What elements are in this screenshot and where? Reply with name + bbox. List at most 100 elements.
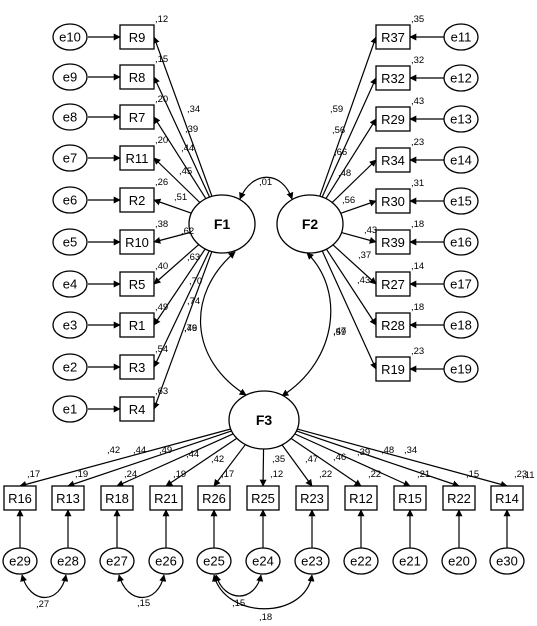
loading-value: ,42	[107, 445, 120, 456]
error-label: e2	[63, 360, 77, 375]
covariance-value: ,59	[333, 327, 346, 338]
error-circle-e30	[489, 547, 525, 575]
item-label: R32	[381, 71, 405, 86]
error-label: e29	[9, 554, 31, 569]
item-label: R18	[105, 491, 129, 506]
loading-arrow	[67, 430, 232, 488]
error-label: e5	[63, 235, 77, 250]
r2-value: ,26	[155, 177, 168, 188]
r2-value: ,21	[417, 469, 430, 480]
r2-value: ,20	[155, 135, 168, 146]
error-label: e20	[448, 554, 470, 569]
error-covariance-arc	[20, 574, 69, 599]
loading-value: ,43	[364, 225, 377, 236]
error-label: e21	[399, 554, 421, 569]
loading-arrow	[19, 428, 231, 488]
error-circle-e20	[441, 547, 477, 575]
r2-value: ,35	[411, 14, 424, 25]
error-circle-e6	[52, 186, 88, 214]
r2-value: ,22	[368, 469, 381, 480]
item-label: R9	[129, 30, 146, 45]
error-label: e26	[155, 554, 177, 569]
r2-value: ,17	[27, 469, 40, 480]
item-label: R15	[398, 491, 422, 506]
error-circle-e4	[52, 270, 88, 298]
loading-value: ,43	[357, 275, 370, 286]
factor-label: F3	[256, 412, 273, 428]
error-circle-e15	[443, 187, 479, 215]
r2-value: ,15	[155, 54, 168, 65]
loading-value: ,47	[305, 454, 318, 465]
loading-arrow	[165, 437, 238, 487]
r2-value: ,18	[411, 302, 424, 313]
error-label: e19	[450, 362, 472, 377]
covariance-value: ,01	[259, 177, 272, 188]
item-box-R16	[3, 485, 37, 511]
error-circle-e26	[148, 547, 184, 575]
error-circle-e17	[443, 270, 479, 298]
loading-value: ,66	[334, 147, 347, 158]
error-circle-e8	[52, 103, 88, 131]
loading-arrow	[290, 437, 362, 487]
error-circle-e22	[343, 547, 379, 575]
r2-value: ,12	[270, 469, 283, 480]
loading-arrow	[332, 244, 377, 285]
r2-value: ,17	[221, 469, 234, 480]
item-box-R18	[100, 485, 134, 511]
loading-arrow	[259, 448, 267, 487]
item-label: R4	[129, 402, 146, 417]
error-label: e12	[450, 71, 472, 86]
r2-value: ,20	[155, 94, 168, 105]
item-box-R15	[393, 485, 427, 511]
error-label: e1	[63, 402, 77, 417]
item-box-R26	[197, 485, 231, 511]
item-box-R3	[119, 354, 155, 380]
item-label: R16	[8, 491, 32, 506]
loading-value: ,39	[185, 124, 198, 135]
error-label: e25	[203, 554, 225, 569]
loading-arrow	[281, 444, 313, 487]
item-box-R37	[375, 24, 411, 50]
loading-value: ,34	[404, 445, 417, 456]
loading-arrow	[331, 159, 377, 203]
loading-value: ,34	[187, 104, 200, 115]
error-circle-e28	[50, 547, 86, 575]
item-box-R23	[295, 485, 329, 511]
error-circle-e21	[392, 547, 428, 575]
loading-value: ,45	[179, 166, 192, 177]
item-box-R11	[119, 145, 155, 171]
loading-value: ,59	[330, 104, 343, 115]
item-box-R34	[375, 147, 411, 173]
r2-value: ,32	[411, 55, 424, 66]
loading-arrow	[294, 433, 411, 487]
loading-value: ,56	[332, 125, 345, 136]
item-box-R22	[442, 485, 476, 511]
item-box-R21	[149, 485, 183, 511]
loading-arrow	[153, 248, 206, 326]
error-covariance-value: ,15	[232, 598, 245, 609]
error-circle-e5	[52, 228, 88, 256]
item-box-R8	[119, 64, 155, 90]
item-label: R27	[381, 277, 405, 292]
error-covariance-arc	[117, 574, 167, 599]
r2-value: ,49	[155, 302, 168, 313]
item-box-R7	[119, 104, 155, 130]
error-label: e16	[450, 235, 472, 250]
error-covariance-arc	[214, 574, 264, 597]
error-label: e14	[450, 153, 472, 168]
error-circle-e18	[443, 311, 479, 339]
r2-value: ,19	[173, 469, 186, 480]
r2-value: ,40	[155, 261, 168, 272]
r2-value: ,24	[124, 469, 137, 480]
error-covariance-value: ,15	[137, 598, 150, 609]
loading-value: ,48	[381, 445, 394, 456]
item-box-R14	[490, 485, 524, 511]
item-label: R11	[126, 151, 149, 166]
error-label: e15	[450, 194, 472, 209]
covariance-arc-f1-f2	[239, 176, 294, 200]
r2-value: ,19	[75, 469, 88, 480]
factor-ellipse-f3	[228, 390, 300, 450]
loading-arrow	[152, 36, 213, 197]
error-covariance-value: ,27	[36, 599, 49, 610]
covariance-arc-f2-f3	[281, 252, 332, 397]
